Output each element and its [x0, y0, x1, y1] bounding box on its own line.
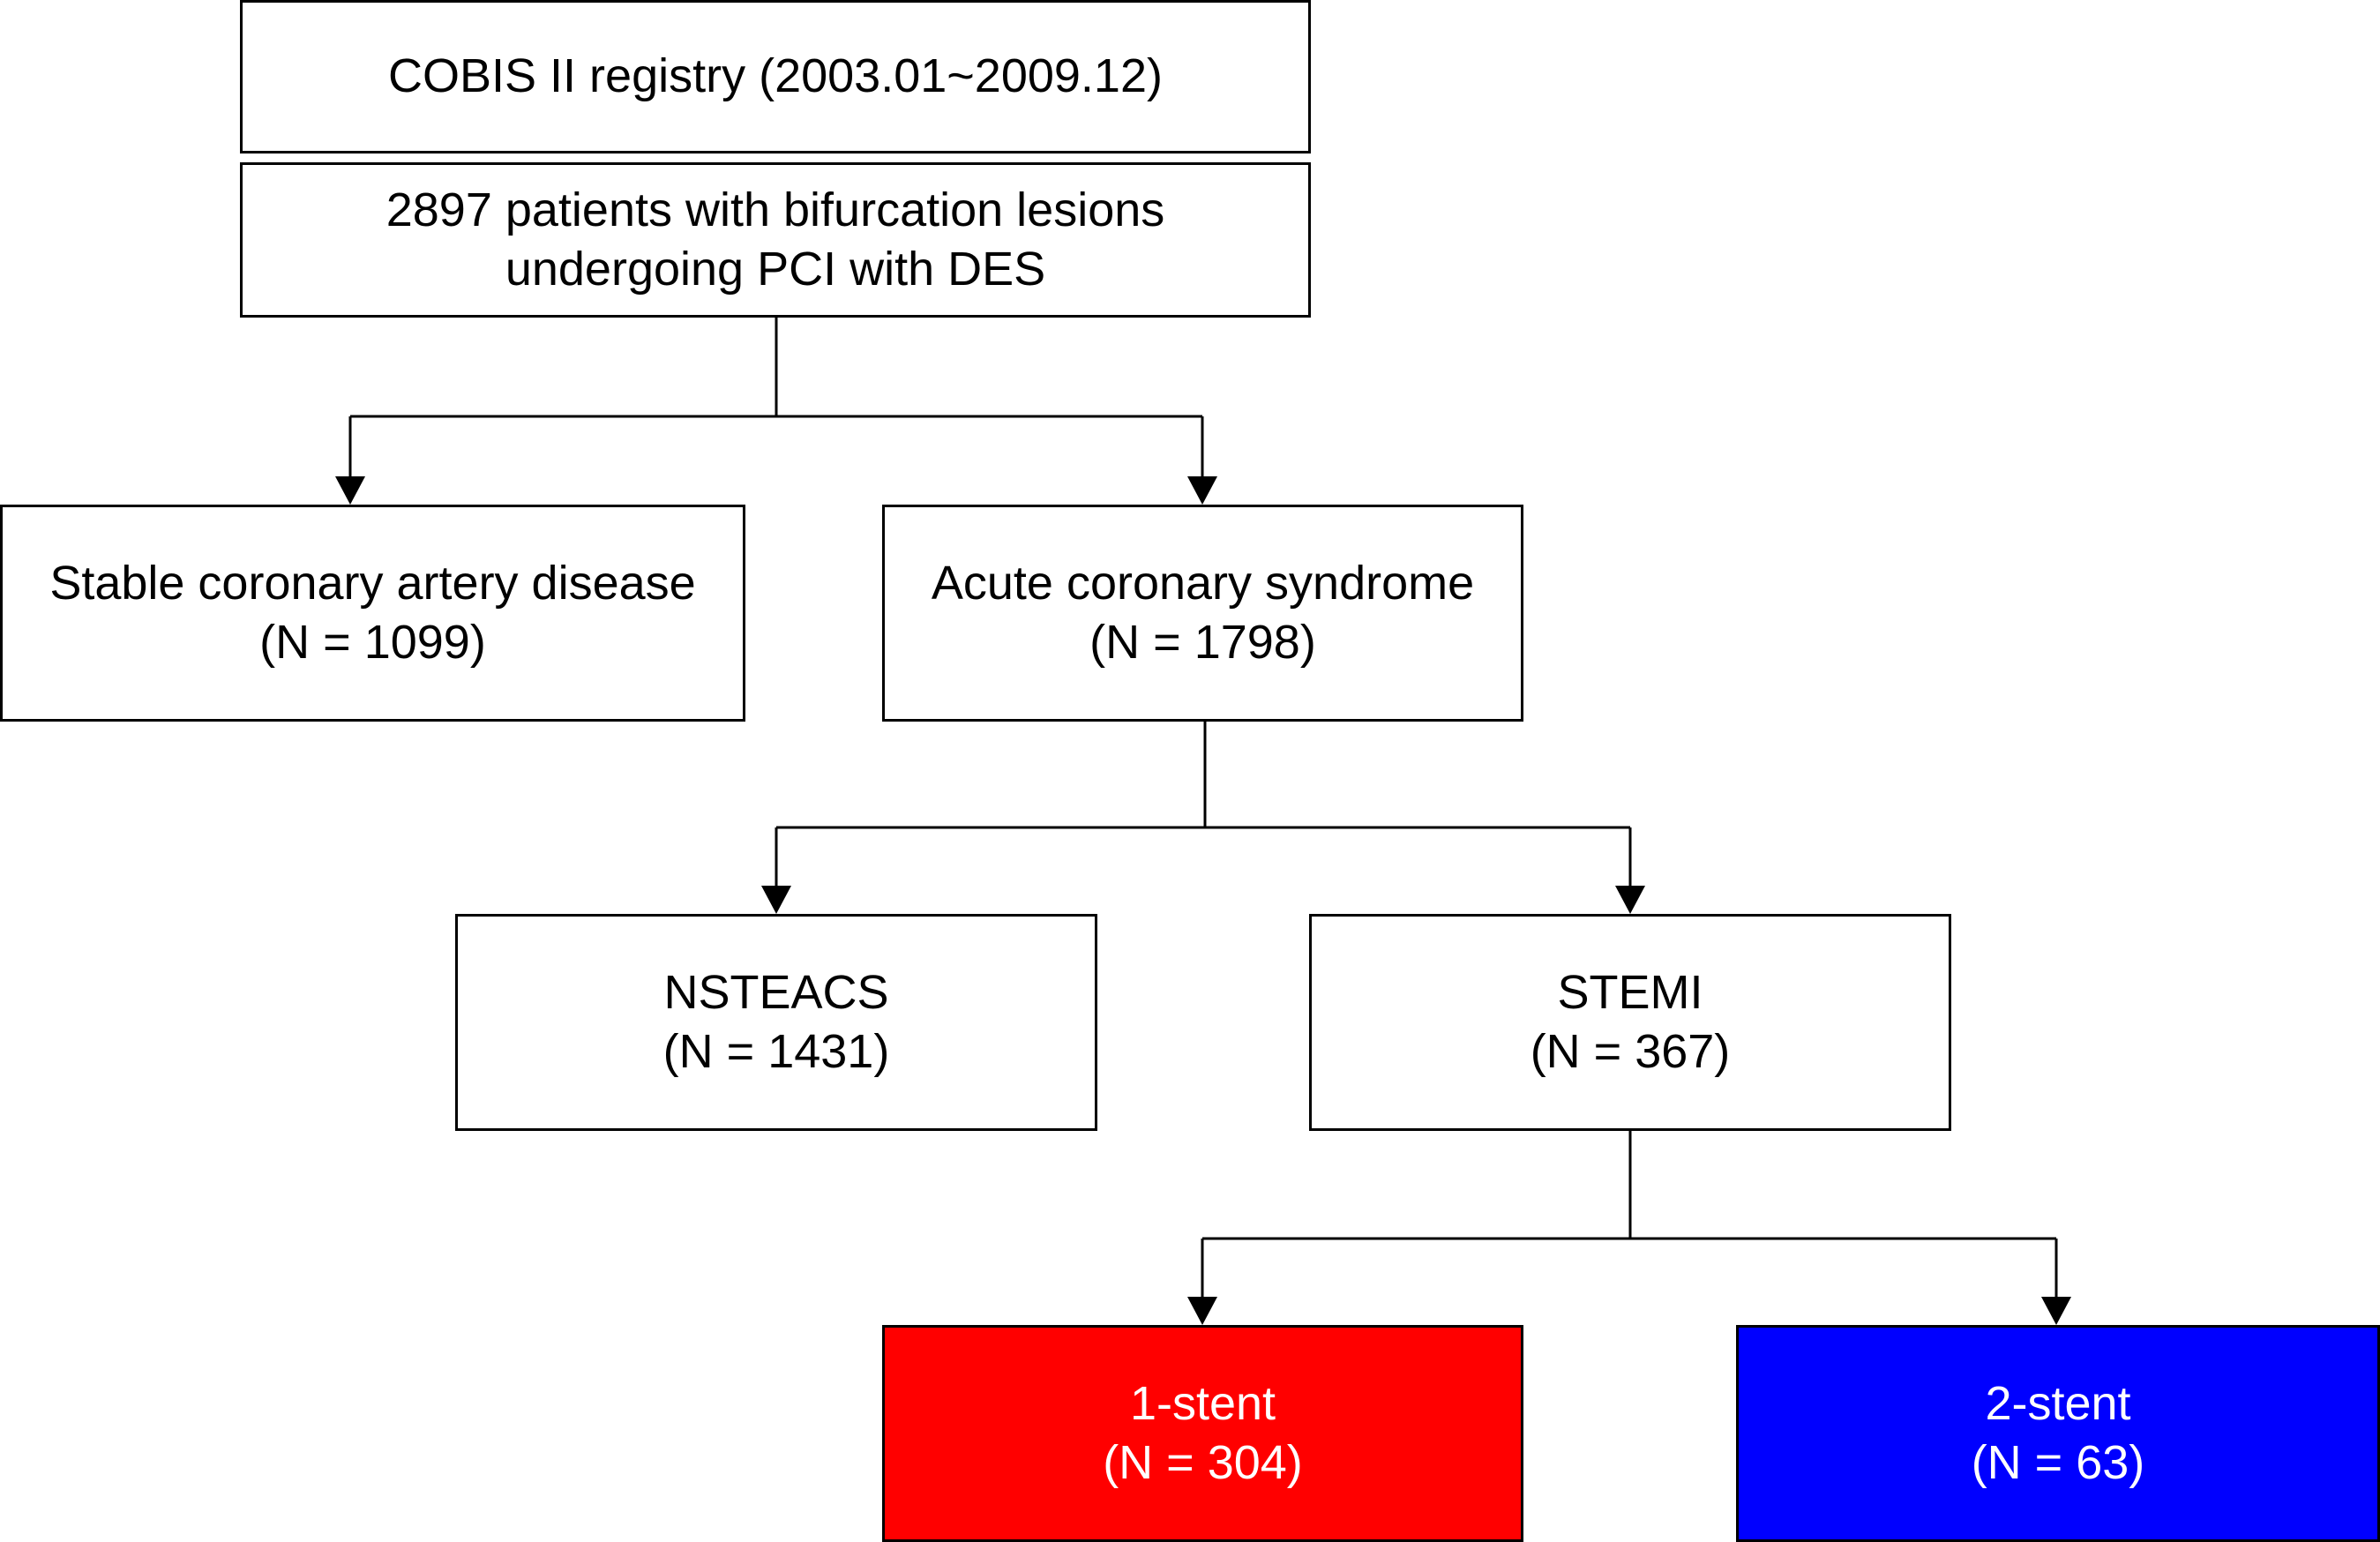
nsteacs-label: NSTEACS	[663, 965, 889, 1019]
one-stent-count: (N = 304)	[1103, 1436, 1303, 1489]
acs-count: (N = 1798)	[1089, 616, 1316, 669]
two-stent-box: 2-stent (N = 63)	[1736, 1325, 2380, 1542]
connector-acs-split	[775, 722, 1632, 886]
stemi-count: (N = 367)	[1530, 1025, 1731, 1078]
patients-label-line1: 2897 patients with bifurcation lesions	[385, 183, 1165, 236]
one-stent-box: 1-stent (N = 304)	[882, 1325, 1523, 1542]
arrowhead-to-one-stent	[1187, 1297, 1217, 1325]
connector-stemi-split	[1201, 1131, 2058, 1297]
arrowhead-to-acs	[1187, 476, 1217, 505]
stable-cad-label: Stable coronary artery disease	[49, 556, 696, 610]
connector-patients-split	[348, 316, 1204, 476]
acs-label: Acute coronary syndrome	[931, 556, 1475, 610]
arrowhead-to-stable	[335, 476, 365, 505]
one-stent-label: 1-stent	[1129, 1376, 1276, 1430]
registry-label: COBIS II registry (2003.01~2009.12)	[388, 49, 1163, 103]
stable-cad-count: (N = 1099)	[259, 616, 486, 669]
nsteacs-count: (N = 1431)	[662, 1025, 890, 1078]
two-stent-count: (N = 63)	[1971, 1436, 2145, 1489]
stemi-box: STEMI (N = 367)	[1309, 914, 1951, 1131]
nsteacs-box: NSTEACS (N = 1431)	[455, 914, 1097, 1131]
patients-label-line2: undergoing PCI with DES	[505, 243, 1046, 296]
arrowhead-to-two-stent	[2041, 1297, 2071, 1325]
stable-cad-box: Stable coronary artery disease (N = 1099…	[0, 505, 745, 722]
acs-box: Acute coronary syndrome (N = 1798)	[882, 505, 1523, 722]
stemi-label: STEMI	[1557, 965, 1703, 1019]
registry-box: COBIS II registry (2003.01~2009.12)	[240, 0, 1311, 153]
two-stent-label: 2-stent	[1985, 1376, 2131, 1430]
arrowhead-to-nsteacs	[761, 886, 791, 914]
arrowhead-to-stemi	[1615, 886, 1645, 914]
patients-box: 2897 patients with bifurcation lesions u…	[240, 162, 1311, 318]
